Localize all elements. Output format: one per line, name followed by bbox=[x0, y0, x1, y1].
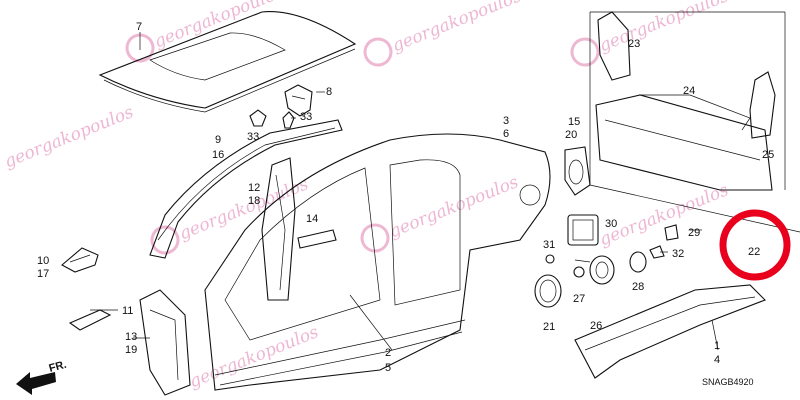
part-body-side-outer bbox=[204, 133, 551, 391]
watermark-text: georgakopoulos bbox=[597, 180, 732, 250]
part-tie-11 bbox=[68, 309, 112, 331]
part-roof-rail bbox=[149, 119, 343, 259]
part-bracket-8 bbox=[284, 84, 313, 117]
watermark-text: georgakopoulos bbox=[187, 322, 322, 392]
callout-18: 18 bbox=[248, 195, 260, 207]
part-30 bbox=[567, 214, 599, 246]
diagram-code: SNAGB4920 bbox=[702, 377, 754, 387]
watermark-text: georgakopoulos bbox=[176, 174, 311, 244]
callout-22: 22 bbox=[748, 246, 760, 258]
callout-29: 29 bbox=[688, 227, 700, 239]
callout-33-upper: 33 bbox=[300, 111, 312, 123]
callout-3: 3 bbox=[503, 115, 509, 127]
part-center-pillar bbox=[261, 157, 296, 301]
callout-21: 21 bbox=[543, 321, 555, 333]
callout-8: 8 bbox=[326, 86, 332, 98]
callout-25: 25 bbox=[762, 149, 774, 161]
watermark-text: georgakopoulos bbox=[2, 102, 137, 172]
watermark-logo bbox=[363, 37, 393, 67]
callout-5: 5 bbox=[385, 362, 391, 374]
callout-33-lower: 33 bbox=[247, 131, 259, 143]
watermark-text: georgakopoulos bbox=[386, 172, 521, 242]
watermark-text: georgakopoulos bbox=[151, 0, 286, 52]
watermark-logo bbox=[125, 33, 155, 63]
part-clip-33 bbox=[249, 109, 295, 129]
callout-15: 15 bbox=[568, 116, 580, 128]
callout-14: 14 bbox=[306, 213, 318, 225]
part-clip-32 bbox=[649, 245, 665, 259]
part-fuel-lid bbox=[534, 254, 562, 308]
part-fuel-housing bbox=[564, 146, 591, 196]
callout-2: 2 bbox=[385, 347, 391, 359]
watermark-logo bbox=[360, 223, 390, 253]
front-arrow-icon bbox=[16, 372, 56, 395]
part-plate-14 bbox=[297, 229, 337, 249]
part-27 bbox=[573, 266, 585, 278]
callout-30: 30 bbox=[605, 218, 617, 230]
group-bracket-lines bbox=[589, 11, 800, 233]
part-side-sill bbox=[574, 284, 766, 379]
callout-20: 20 bbox=[565, 129, 577, 141]
watermark-text: georgakopoulos bbox=[596, 0, 731, 56]
callout-27: 27 bbox=[573, 293, 585, 305]
part-roof-panel bbox=[98, 11, 357, 113]
part-26 bbox=[589, 255, 615, 285]
callout-13: 13 bbox=[125, 331, 137, 343]
callout-9: 9 bbox=[215, 134, 221, 146]
callout-10: 10 bbox=[37, 255, 49, 267]
callout-24: 24 bbox=[683, 85, 695, 97]
callout-32: 32 bbox=[672, 248, 684, 260]
callout-7: 7 bbox=[136, 21, 142, 33]
callout-23: 23 bbox=[628, 38, 640, 50]
part-front-pillar-lower bbox=[139, 289, 191, 396]
callout-31: 31 bbox=[543, 239, 555, 251]
leader-lines bbox=[90, 32, 719, 351]
watermark-layer: georgakopoulos georgakopoulos georgakopo… bbox=[2, 0, 732, 392]
callout-6: 6 bbox=[503, 128, 509, 140]
highlight-circle bbox=[719, 209, 791, 281]
direction-label: FR. bbox=[48, 359, 68, 375]
callout-26: 26 bbox=[590, 320, 602, 332]
part-clip-29 bbox=[664, 224, 679, 241]
callout-4: 4 bbox=[714, 354, 720, 366]
callout-labels: 7 8 33 33 9 16 12 18 14 3 6 15 20 10 17 … bbox=[37, 21, 774, 374]
callout-1: 1 bbox=[714, 340, 720, 352]
direction-indicator: FR. bbox=[16, 359, 68, 395]
watermark-text: georgakopoulos bbox=[389, 0, 524, 56]
callout-17: 17 bbox=[37, 268, 49, 280]
part-bracket-10 bbox=[61, 247, 99, 273]
callout-28: 28 bbox=[632, 281, 644, 293]
callout-19: 19 bbox=[125, 344, 137, 356]
callout-12: 12 bbox=[248, 182, 260, 194]
callout-16: 16 bbox=[212, 149, 224, 161]
callout-11: 11 bbox=[122, 305, 133, 317]
part-28 bbox=[629, 251, 647, 273]
